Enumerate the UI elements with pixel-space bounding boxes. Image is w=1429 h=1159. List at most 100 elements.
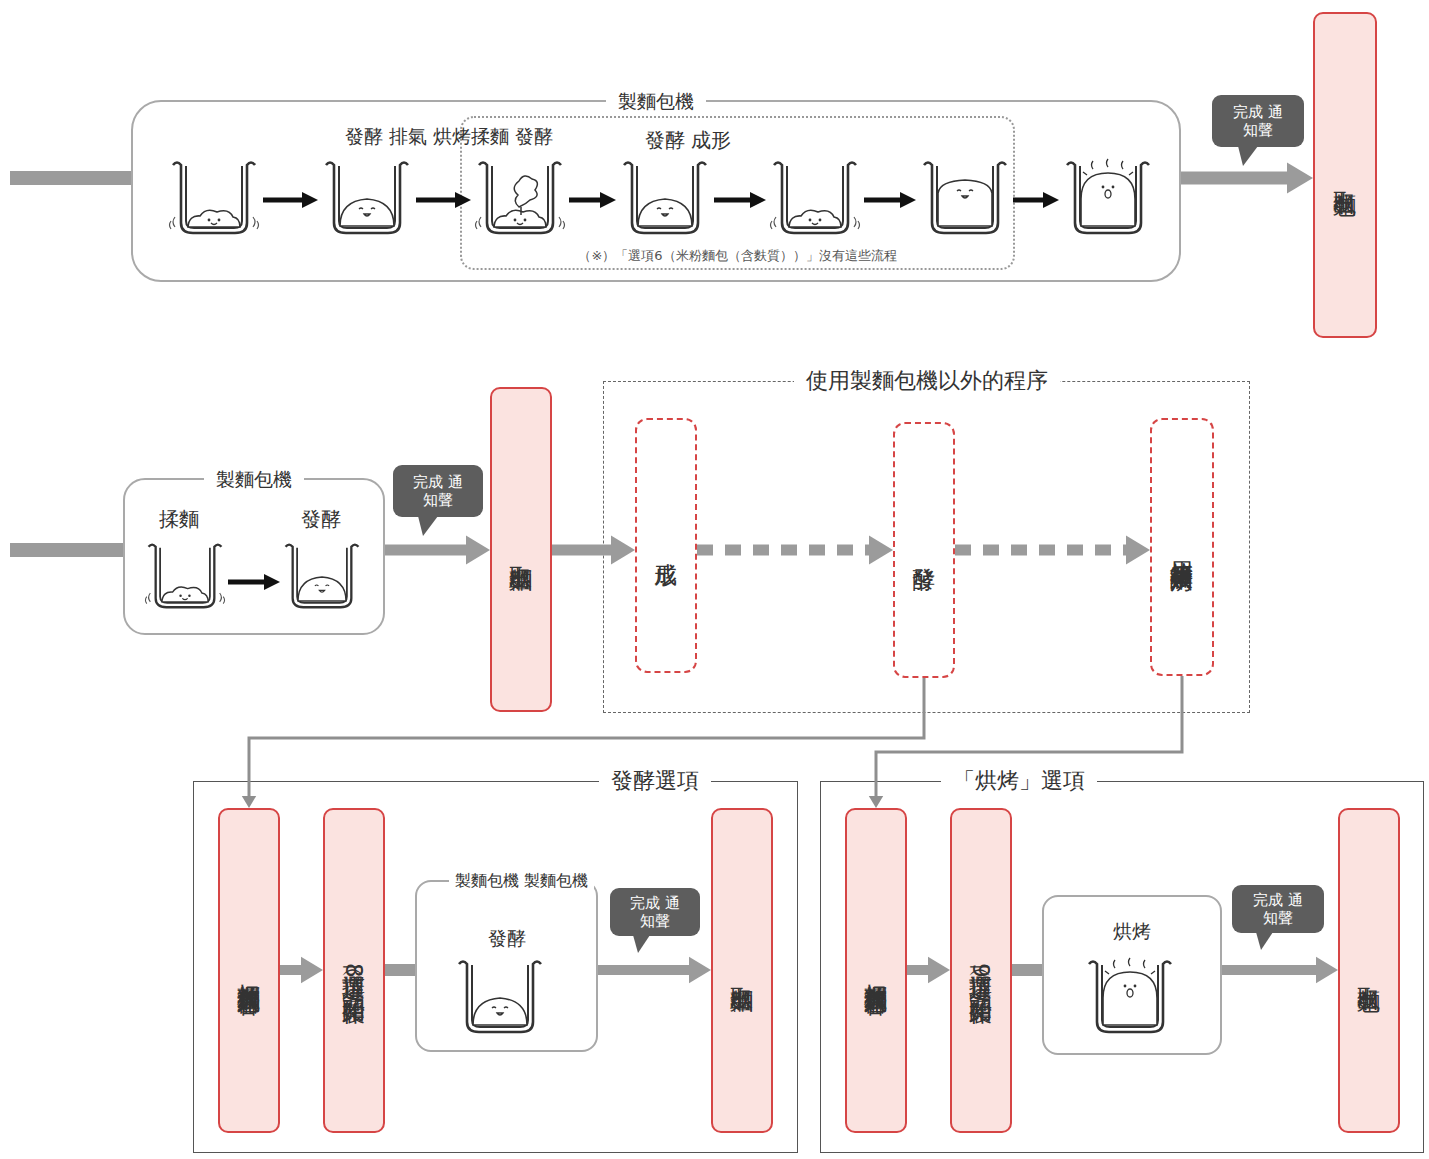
dough xyxy=(170,210,259,229)
connector-line xyxy=(385,964,415,976)
node-text: 發酵 xyxy=(301,506,341,533)
machine-step: 烘烤 xyxy=(1042,895,1222,1055)
step-box: 選擇「選項（9）」開始製作 xyxy=(950,808,1012,1133)
node-text: 完成 通知聲 xyxy=(412,473,464,509)
dough xyxy=(298,577,346,601)
flow-connector xyxy=(869,676,1182,808)
node-text: 完成 通知聲 xyxy=(1232,103,1284,139)
lead-in-line xyxy=(10,171,131,185)
manual-step-box: 成形 xyxy=(635,418,697,673)
flow-connector xyxy=(955,536,1150,565)
step-arrow xyxy=(714,198,758,203)
node-text: 取出麵糰 xyxy=(508,548,534,552)
step-box: 把麵糰放入麵包容器 xyxy=(845,808,907,1133)
step-box: 把麵糰放入麵包容器 xyxy=(218,808,280,1133)
option-panel: 「烘烤」選項把麵糰放入麵包容器選擇「選項（9）」開始製作烘烤完成 通知聲取出麵包 xyxy=(820,781,1424,1153)
process-group: 使用製麵包機以外的程序成形發酵用烤箱等設備來烘烤 xyxy=(603,381,1250,713)
step-arrow xyxy=(864,198,908,203)
node-text: 完成 通知聲 xyxy=(629,894,681,930)
connector-line xyxy=(697,545,870,556)
arrow-head xyxy=(869,536,893,565)
node-text: 製麵包機 製麵包機 xyxy=(449,871,594,891)
arrow-head xyxy=(689,957,711,983)
flow-connector xyxy=(1222,957,1338,983)
step-box: 取出麵糰 xyxy=(711,808,773,1133)
step-box: 取出麵包 xyxy=(1338,808,1400,1133)
node-text: 揉麵 xyxy=(159,506,199,533)
callout-bubble: 完成 通知聲 xyxy=(1232,885,1324,933)
gas xyxy=(514,176,537,215)
node-text: 完成 通知聲 xyxy=(1252,891,1304,927)
callout-tail xyxy=(1256,932,1273,950)
arrow-head xyxy=(1287,162,1313,193)
callout-bubble: 完成 通知聲 xyxy=(1212,95,1304,147)
top-pots xyxy=(170,159,1150,233)
step-label: 發酵 成形 xyxy=(645,127,731,154)
callout-tail xyxy=(1238,146,1258,166)
connector-line xyxy=(876,676,1182,797)
arrow-head xyxy=(242,796,256,808)
node-text: 成形 xyxy=(653,545,679,547)
dough xyxy=(938,180,992,226)
step-arrow xyxy=(416,198,463,203)
dough xyxy=(771,210,860,229)
flow-connector xyxy=(385,970,415,971)
connector-line xyxy=(1181,172,1288,185)
dough xyxy=(476,210,565,229)
connector-line xyxy=(598,965,690,975)
step-arrow xyxy=(228,580,272,585)
callout-bubble: 完成 通知聲 xyxy=(393,465,483,517)
node-text: 用烤箱等設備來烘烤 xyxy=(1169,543,1195,552)
pot xyxy=(1089,962,1171,1033)
callout-tail xyxy=(633,935,650,953)
node-text: 把麵糰放入麵包容器 xyxy=(236,966,262,975)
node-text: 取出麵糰 xyxy=(729,969,755,973)
pot xyxy=(286,545,359,608)
pot xyxy=(326,163,408,234)
bread xyxy=(1103,958,1157,1025)
step-arrow xyxy=(1013,198,1051,203)
flow-connector xyxy=(385,536,490,565)
pot xyxy=(173,163,255,234)
arrow-head xyxy=(466,536,490,565)
step-arrow xyxy=(263,198,310,203)
flow-connector xyxy=(552,536,635,565)
middle-pots xyxy=(145,545,358,608)
connector-line xyxy=(280,965,302,975)
step-box: 選擇「選項（8）」開始製作 xyxy=(323,808,385,1133)
connector-line xyxy=(955,545,1127,556)
manual-step-box: 用烤箱等設備來烘烤 xyxy=(1150,418,1214,676)
node-text: 取出麵包 xyxy=(1332,173,1358,177)
pot xyxy=(459,962,541,1033)
pot xyxy=(624,163,706,234)
node-text: 烘烤 xyxy=(1044,919,1220,945)
pot xyxy=(149,545,222,608)
manual-step-box: 發酵 xyxy=(893,422,955,678)
connector-line xyxy=(907,965,929,975)
flow-connector xyxy=(242,678,924,808)
flow-connector xyxy=(907,957,950,983)
node-text: 選擇「選項（9）」開始製作 xyxy=(968,957,994,985)
arrow-head xyxy=(611,536,635,565)
dough xyxy=(473,998,527,1025)
step-arrow xyxy=(569,198,608,203)
step-box: 取出麵包 xyxy=(1313,12,1377,338)
flow-connector xyxy=(280,957,323,983)
connector-line xyxy=(552,545,612,556)
step-label: 發酵 排氣 烘烤揉麵 發酵 xyxy=(345,124,553,150)
node-text: 發酵 xyxy=(911,549,937,551)
flow-connector xyxy=(1181,162,1313,193)
flow-connector xyxy=(598,957,711,983)
pot xyxy=(774,163,856,234)
connector-line xyxy=(385,545,467,556)
node-text: 製麵包機 xyxy=(204,467,304,491)
node-text: 取出麵包 xyxy=(1356,969,1382,973)
dough xyxy=(145,587,224,604)
bread xyxy=(1081,159,1135,226)
machine-step: 製麵包機 製麵包機發酵 xyxy=(415,880,598,1052)
pot xyxy=(1067,163,1149,234)
arrow-head xyxy=(1316,957,1338,983)
node-text: 製麵包機 xyxy=(606,89,706,113)
arrow-head xyxy=(928,957,950,983)
